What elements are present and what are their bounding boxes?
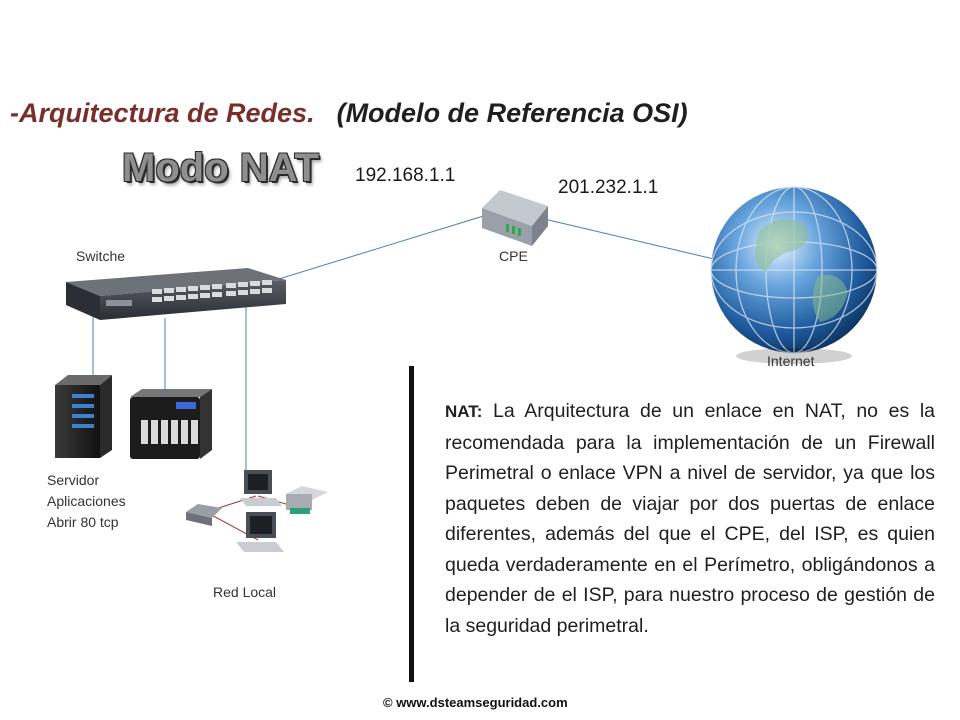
switch-label: Switche [76,248,126,264]
cpe-label: CPE [499,248,528,264]
link-cpe-internet [539,217,736,265]
mode-title: Modo NAT [122,146,319,190]
cpe-router-icon [482,190,548,246]
copyright-footer: © www.dsteamseguridad.com [383,695,568,710]
slide-heading: -Arquitectura de Redes. (Modelo de Refere… [10,98,688,129]
lan-label: Red Local [213,584,277,600]
heading-main: -Arquitectura de Redes. [10,98,315,128]
link-switch-cpe [242,213,491,291]
nat-explanation: NAT: La Arquitectura de un enlace en NAT… [445,396,935,641]
lan-ip-label: 192.168.1.1 [355,165,456,186]
nat-explanation-label: NAT: [445,402,483,421]
server-label-line-2: Aplicaciones [47,493,126,509]
internet-label: Internet [767,353,815,369]
wan-ip-label: 201.232.1.1 [558,177,659,198]
server-label-line-1: Servidor [47,472,100,488]
internet-globe-icon [710,186,878,364]
vertical-divider [409,366,414,682]
server-label-line-3: Abrir 80 tcp [47,514,119,530]
local-network-icon [186,470,328,552]
link-lines [92,213,736,472]
nat-explanation-text: La Arquitectura de un enlace en NAT, no … [445,400,935,637]
heading-sub: (Modelo de Referencia OSI) [336,98,688,128]
nas-storage-icon [130,389,212,459]
server-tower-icon [55,375,112,458]
switch-icon [66,268,286,320]
server-label: Servidor Aplicaciones Abrir 80 tcp [47,470,126,533]
